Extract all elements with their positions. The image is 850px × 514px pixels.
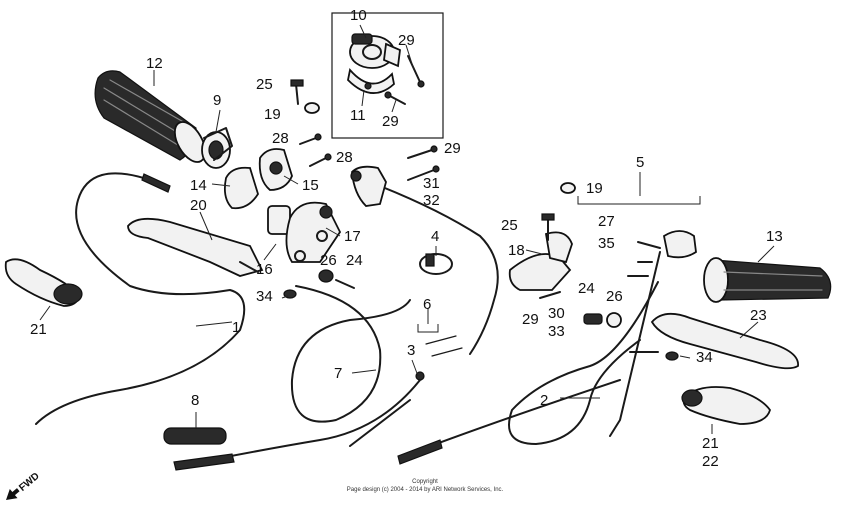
label-22: 22	[702, 453, 719, 470]
throttle-housing-upper-drawing	[349, 33, 401, 69]
label-24-right: 24	[578, 280, 595, 297]
label-28-upper: 28	[272, 130, 289, 147]
label-29-inset-bottom: 29	[382, 113, 399, 130]
label-11: 11	[350, 107, 366, 124]
inset-bracket-6	[417, 316, 439, 333]
cable-1-end-fitting	[141, 173, 171, 193]
label-34-right: 34	[696, 349, 713, 366]
label-20: 20	[190, 197, 207, 214]
label-29-inset-top: 29	[398, 32, 415, 49]
copyright-line-1: Copyright	[412, 479, 438, 485]
label-28-lower: 28	[336, 149, 353, 166]
brake-switch-arm-drawing	[609, 251, 661, 437]
label-13: 13	[766, 228, 783, 245]
label-31: 31	[423, 175, 440, 192]
cable-2-lower	[419, 379, 621, 451]
label-21-right: 21	[702, 435, 719, 452]
cable-clamp-drawing	[419, 253, 453, 275]
right-grip-drawing	[703, 257, 832, 303]
forward-arrow-icon	[6, 488, 20, 500]
front-brake-lever-drawing	[650, 312, 799, 370]
label-19-right: 19	[586, 180, 603, 197]
label-15: 15	[302, 177, 319, 194]
cable-1-drawing	[35, 172, 246, 425]
label-25-right: 25	[501, 217, 518, 234]
inset-box-throttle-housing	[331, 12, 444, 139]
label-29-right: 29	[522, 311, 539, 328]
switch-housing-drawing	[350, 165, 387, 207]
leader-lines	[39, 24, 775, 434]
copyright-line-2: Page design (c) 2004 - 2014 by ARI Netwo…	[347, 487, 504, 493]
left-lever-cover-drawing	[4, 258, 83, 307]
label-7: 7	[334, 365, 342, 382]
label-34-left: 34	[256, 288, 273, 305]
label-26-right: 26	[606, 288, 623, 305]
label-26-left: 26	[320, 252, 337, 269]
label-17: 17	[344, 228, 361, 245]
label-3: 3	[407, 342, 415, 359]
label-2: 2	[540, 392, 548, 409]
label-6: 6	[423, 296, 431, 313]
label-14: 14	[190, 177, 207, 194]
cable-2-loop-drawing	[508, 281, 659, 445]
left-housing-drawing	[223, 148, 293, 235]
right-lever-bracket-drawing	[508, 231, 573, 291]
left-grip-drawing	[94, 70, 207, 163]
label-33: 33	[548, 323, 565, 340]
label-5: 5	[636, 154, 644, 171]
lever-bracket-left-drawing	[285, 201, 342, 263]
label-12: 12	[146, 55, 163, 72]
right-lever-cover-drawing	[681, 386, 771, 425]
label-30: 30	[548, 305, 565, 322]
throttle-housing-lower-drawing	[347, 68, 395, 94]
forward-direction-indicator: FWD	[6, 471, 42, 500]
label-4: 4	[431, 228, 439, 245]
label-18: 18	[508, 242, 525, 259]
label-16: 16	[256, 261, 273, 278]
label-24-left: 24	[346, 252, 363, 269]
clutch-lever-drawing	[127, 217, 264, 277]
label-10: 10	[350, 7, 367, 24]
label-8: 8	[191, 392, 199, 409]
cable-3-end-fitting	[415, 371, 425, 381]
cable-7-loop-drawing	[290, 285, 411, 423]
fwd-label: FWD	[17, 471, 42, 494]
wire-harness-32-drawing	[379, 185, 499, 355]
label-32: 32	[423, 192, 440, 209]
label-21-left: 21	[30, 321, 47, 338]
brake-switch-drawing	[627, 230, 697, 277]
throttle-sleeve-drawing	[201, 127, 233, 169]
label-29-middle: 29	[444, 140, 461, 157]
cable-3-adjuster	[173, 453, 235, 471]
cable-6-wires	[425, 335, 463, 357]
label-35: 35	[598, 235, 615, 252]
label-9: 9	[213, 92, 221, 109]
hardware-group	[283, 79, 679, 361]
part-labels: 1 2 3 4 5 6 7 8 9 10 11 12 13 14 15 16 1…	[30, 7, 783, 470]
inset-bracket-5	[577, 172, 701, 205]
label-1: 1	[232, 319, 240, 336]
label-25-left: 25	[256, 76, 273, 93]
cable-boot-drawing	[163, 427, 227, 445]
label-27: 27	[598, 213, 615, 230]
cable-2-adjuster	[397, 439, 443, 465]
label-19-left: 19	[264, 106, 281, 123]
label-23: 23	[750, 307, 767, 324]
cable-7-end	[349, 399, 411, 447]
